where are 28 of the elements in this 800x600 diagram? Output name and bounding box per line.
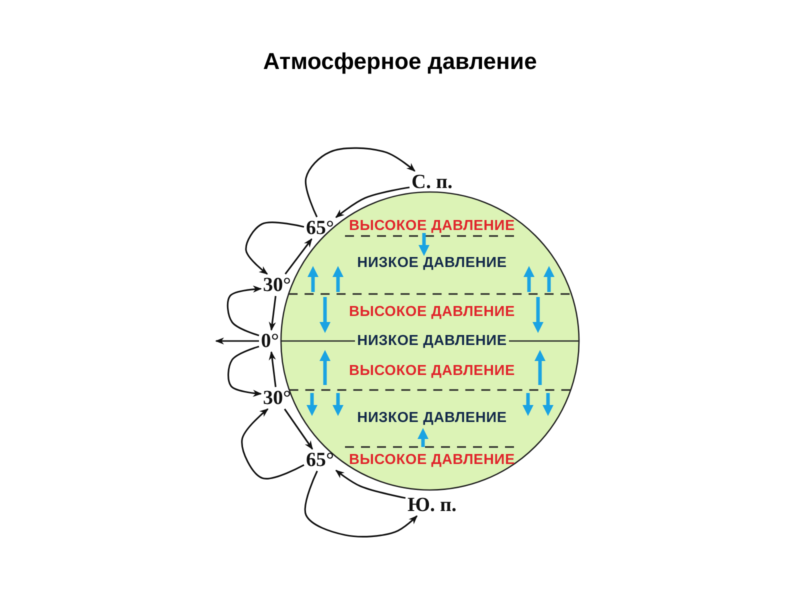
arrow [268, 351, 276, 388]
pressure-zone-label: ВЫСОКОЕ ДАВЛЕНИЕ [348, 362, 516, 380]
arrow [335, 470, 406, 499]
arrow [304, 147, 416, 218]
latitude-label: 30° [263, 275, 291, 295]
pressure-zone-label: НИЗКОЕ ДАВЛЕНИЕ [356, 410, 508, 426]
arrow [241, 408, 304, 480]
latitude-label: 65° [306, 450, 334, 470]
arrow [284, 408, 314, 450]
arrow [228, 346, 262, 397]
arrow [284, 238, 312, 274]
pole-label: С. п. [412, 172, 452, 192]
arrow [215, 337, 259, 345]
pressure-zone-label: ВЫСОКОЕ ДАВЛЕНИЕ [348, 452, 516, 468]
arrow [226, 286, 262, 336]
latitude-label: 30° [263, 388, 291, 408]
arrow [304, 470, 418, 538]
latitude-label: 65° [306, 218, 334, 238]
arrow [335, 186, 410, 218]
pressure-zone-label: ВЫСОКОЕ ДАВЛЕНИЕ [348, 304, 516, 320]
pressure-zone-label: НИЗКОЕ ДАВЛЕНИЕ [356, 254, 508, 272]
arrow [245, 222, 304, 275]
pressure-zone-label: НИЗКОЕ ДАВЛЕНИЕ [355, 332, 509, 350]
latitude-label: 0° [261, 331, 279, 351]
pressure-zone-label: ВЫСОКОЕ ДАВЛЕНИЕ [348, 218, 516, 234]
title: Атмосферное давление [262, 48, 538, 75]
arrow [268, 296, 276, 331]
pole-label: Ю. п. [407, 495, 457, 515]
